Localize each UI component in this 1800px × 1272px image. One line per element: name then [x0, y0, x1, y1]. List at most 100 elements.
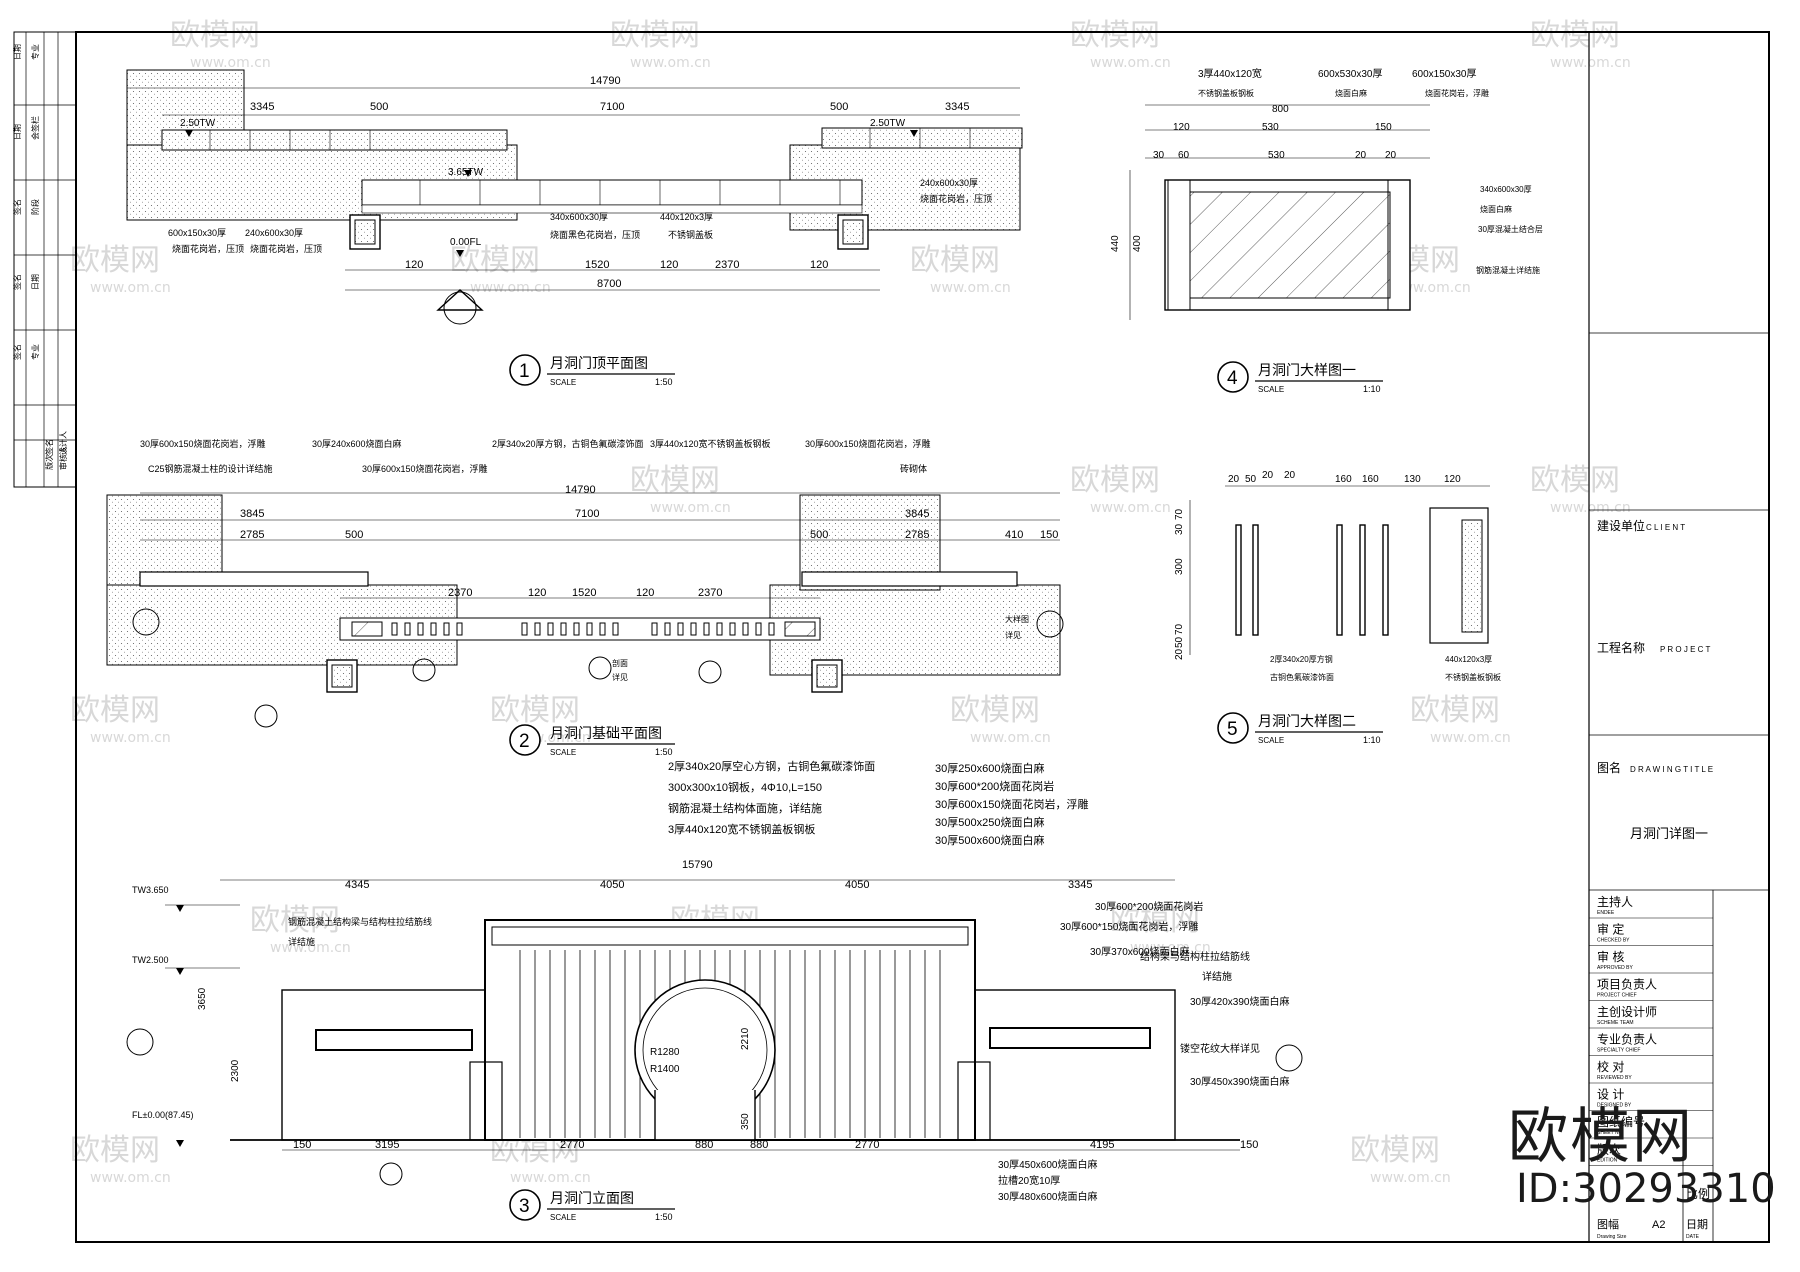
left-strip-label: 签名 — [12, 274, 22, 290]
role-label: 设 计 — [1597, 1088, 1624, 1102]
watermark-url: www.om.cn — [190, 55, 271, 71]
drawing-number: 3 — [519, 1196, 530, 1217]
material-note: 30厚600*200烧面花岗岩 — [935, 779, 1054, 793]
fence-bar — [456, 622, 463, 636]
watermark-url: www.om.cn — [970, 730, 1051, 746]
material-note: 烧面花岗岩，压顶 — [250, 243, 322, 254]
role-label-en: EDITION — [1597, 1158, 1618, 1164]
fence-bar — [742, 622, 749, 636]
material-note: 30厚500x250烧面白麻 — [935, 815, 1044, 829]
dimension-label: 300 — [1174, 558, 1185, 575]
material-note: 30厚600*200烧面花岗岩 — [1095, 900, 1203, 913]
role-label: 主持人 — [1597, 894, 1633, 909]
left-strip-label: 签名 — [12, 199, 22, 215]
level-mark: TW2.500 — [132, 955, 169, 965]
dimension-label: 4195 — [1090, 1139, 1114, 1151]
project-label: 工程名称 — [1597, 640, 1645, 655]
material-note: 240x600x30厚 — [920, 178, 978, 188]
level-mark: TW3.650 — [132, 885, 169, 895]
drawing-scale: 1:50 — [655, 1212, 673, 1222]
role-label: 校 对 — [1597, 1059, 1624, 1074]
watermark-url: www.om.cn — [510, 1170, 591, 1186]
material-note: 30厚混凝土结合层 — [1478, 224, 1543, 234]
fence-bar — [599, 622, 606, 636]
dimension-label: 2770 — [560, 1139, 584, 1151]
role-label-en: ENDEE — [1597, 910, 1615, 916]
dimension-label: 500 — [830, 101, 848, 113]
left-strip-lines — [14, 32, 76, 487]
dimension-label: 3845 — [240, 508, 264, 520]
title-block-lines — [1589, 332, 1769, 1242]
watermark-url: www.om.cn — [90, 1170, 171, 1186]
size-value: A2 — [1652, 1219, 1665, 1231]
material-note: 30厚450x600烧面白麻 — [998, 1158, 1098, 1171]
left-strip-label: 专业 — [30, 344, 40, 360]
material-note: 30厚600x150烧面花岗岩，浮雕 — [140, 438, 266, 449]
dimension-label: 130 — [1404, 474, 1421, 485]
material-note: 钢筋混凝土结构体面施，详结施 — [668, 801, 822, 815]
watermark-brand: 欧模网 — [170, 18, 260, 53]
dimension-label: 800 — [1272, 104, 1289, 115]
material-note: 详结施 — [1202, 970, 1232, 983]
dimension-label: 880 — [695, 1139, 713, 1151]
watermark-brand: 欧模网 — [490, 693, 580, 728]
dimension-label: 3345 — [1068, 879, 1092, 891]
watermark-brand: 欧模网 — [1070, 18, 1160, 53]
watermark-brand: 欧模网 — [70, 1133, 160, 1168]
date-en: DATE — [1686, 1234, 1700, 1240]
dimension-label: 3195 — [375, 1139, 399, 1151]
watermark-brand: 欧模网 — [1410, 693, 1500, 728]
drawing-title: 月洞门立面图 — [550, 1190, 634, 1206]
material-note: 30厚420x390烧面白麻 — [1190, 995, 1290, 1008]
role-label-en: PROJECT CHIEF — [1597, 993, 1637, 999]
dimension-label: 7100 — [600, 101, 624, 113]
dimension-label: 20 — [1174, 648, 1185, 660]
radius-label: R1400 — [650, 1064, 680, 1075]
material-note: 440x120x3厚 — [660, 212, 713, 222]
dimension-label: 880 — [750, 1139, 768, 1151]
fence-bar — [677, 622, 684, 636]
height-dimension: 3650 — [197, 987, 208, 1010]
dimension-label: 60 — [1178, 150, 1190, 161]
dimension-label: 1520 — [572, 587, 596, 599]
drawing-number-circle — [509, 354, 541, 386]
left-strip-label: 设计人 — [58, 431, 68, 455]
dimension-label: 20 — [1385, 150, 1397, 161]
dimension-label: 400 — [1132, 235, 1143, 252]
left-strip-label: 日期 — [31, 274, 40, 290]
material-note: 30厚450x390烧面白麻 — [1190, 1075, 1290, 1088]
role-label: 项目负责人 — [1597, 978, 1657, 992]
material-note: 30厚600*150烧面花岗岩，浮雕 — [1060, 920, 1198, 933]
dimension-label: 150 — [1375, 122, 1392, 133]
watermark-url: www.om.cn — [1430, 730, 1511, 746]
role-label-en: CHECKED BY — [1597, 938, 1630, 944]
dimension-label: 160 — [1335, 474, 1352, 485]
fence-bar — [716, 622, 723, 636]
role-label: 审 核 — [1597, 949, 1624, 964]
role-label-en: SHEET NO. — [1597, 1130, 1624, 1136]
dimension-label: 120 — [405, 259, 423, 271]
dimension-label: 2370 — [698, 587, 722, 599]
fence-bar — [560, 622, 567, 636]
dimension-label: 600x150x30厚 — [1412, 68, 1477, 80]
fence-bar — [417, 622, 424, 636]
dimension-label: 2370 — [448, 587, 472, 599]
dimension-label: 120 — [1444, 474, 1461, 485]
material-note: 钢筋混凝土详结施 — [1476, 265, 1540, 275]
dimension-label: 500 — [810, 529, 828, 541]
dimension-label: 20 — [1228, 474, 1240, 485]
callout-label: 详见 — [612, 672, 628, 682]
material-note: 砖砌体 — [900, 463, 927, 474]
dimension-label: 500 — [345, 529, 363, 541]
fence-bar — [729, 622, 736, 636]
watermark-url: www.om.cn — [270, 940, 351, 956]
dimension-label: 160 — [1362, 474, 1379, 485]
height-dimension: 2300 — [230, 1059, 241, 1082]
material-note: 30厚240x600烧面白麻 — [312, 438, 402, 449]
drawing-number: 5 — [1227, 719, 1238, 740]
material-note: 30厚500x600烧面白麻 — [935, 833, 1044, 847]
fence-bar — [612, 622, 619, 636]
